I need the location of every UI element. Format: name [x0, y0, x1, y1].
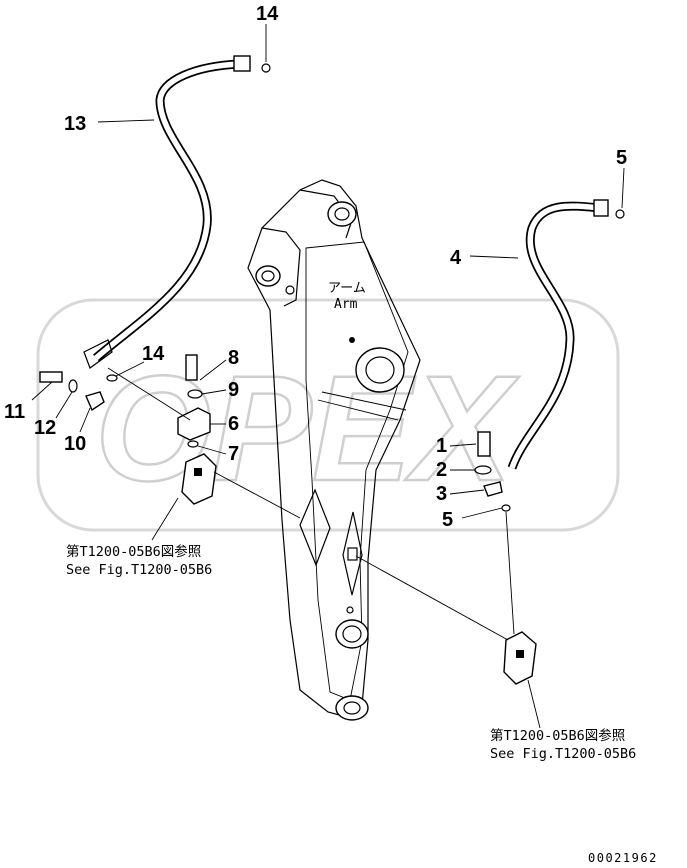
part-12-washer	[68, 379, 78, 393]
leader-4	[469, 255, 519, 259]
note-right-en: See Fig.T1200-05B6	[490, 746, 636, 762]
watermark-frame	[36, 298, 620, 532]
leader-7	[197, 445, 227, 455]
hose-13-lower-fitting	[83, 339, 113, 369]
arm-top-bracket	[261, 227, 301, 307]
leader-5-bot	[461, 507, 503, 519]
note-right-jp: 第T1200-05B6図参照	[490, 727, 625, 744]
leader-10	[79, 407, 91, 433]
leader-3	[449, 489, 485, 495]
part-5-top-oring	[615, 209, 625, 219]
arm-outline	[247, 179, 421, 719]
hose-4-body	[509, 203, 601, 469]
arm-assembly: アーム Arm	[247, 179, 421, 721]
arm-end-boss-hole	[343, 701, 361, 715]
leader-11	[31, 381, 53, 401]
part-6-block	[177, 407, 211, 441]
arm-pin-hole	[285, 285, 295, 295]
part-10-clamp	[85, 391, 105, 412]
watermark-group: OPEX	[36, 298, 620, 532]
part-14-mid-oring	[106, 374, 118, 382]
callout-1: 1	[436, 435, 447, 457]
callout-8: 8	[228, 347, 239, 369]
leader-lines	[31, 24, 625, 729]
callout-13: 13	[64, 113, 86, 135]
leader-1	[449, 443, 477, 447]
valve-left-port	[194, 468, 202, 476]
callout-11: 11	[4, 401, 25, 423]
arm-bracket-boss	[255, 265, 281, 287]
callout-5-bot: 5	[442, 509, 453, 531]
valve-right-port	[516, 650, 524, 658]
arm-crease-line	[321, 391, 407, 411]
arm-side-cutout	[299, 488, 331, 567]
hose-4-upper-fitting	[593, 199, 609, 217]
arm-bracket-boss-hole	[261, 270, 275, 282]
callout-5-top: 5	[616, 147, 627, 169]
leader-14-mid	[115, 361, 145, 377]
arm-clamp-point	[347, 547, 358, 561]
leader-note-left	[151, 497, 179, 541]
arm-lower-boss	[335, 619, 369, 649]
callout-4: 4	[450, 247, 462, 269]
arm-bolt-point-2	[346, 606, 354, 614]
hose-4-outline	[507, 201, 601, 470]
watermark-text: OPEX	[95, 344, 520, 512]
part-1-bolt	[477, 431, 491, 457]
note-left-jp: 第T1200-05B6図参照	[66, 543, 201, 560]
leader-12	[55, 391, 73, 419]
arm-label-en: Arm	[334, 297, 358, 312]
callout-2: 2	[436, 459, 447, 481]
part-14-top-oring	[261, 63, 271, 73]
hose-13-body	[94, 61, 241, 361]
reference-notes: 第T1200-05B6図参照 See Fig.T1200-05B6 第T1200…	[66, 543, 636, 762]
callout-14-mid: 14	[142, 343, 165, 365]
leader-5-bot-down	[505, 511, 515, 635]
hose-13-upper-fitting	[233, 55, 251, 72]
callout-12: 12	[34, 417, 56, 439]
callout-3: 3	[436, 483, 447, 505]
arm-middle-boss	[355, 347, 405, 393]
arm-upper-boss-hole	[334, 207, 350, 221]
callout-10: 10	[64, 433, 86, 455]
document-number: 00021962	[588, 851, 658, 865]
callout-numbers: 14 13 5 4 14 8 9 6 7 11 12 10 1 2 3 5	[4, 3, 627, 531]
arm-bolt-point	[349, 337, 355, 343]
leader-valve-left-arm	[213, 471, 301, 519]
part-11-bolt	[39, 371, 63, 383]
arm-end-boss	[335, 695, 369, 721]
arm-side-cutout-2	[342, 511, 363, 596]
valve-left	[181, 453, 217, 505]
hose-13	[83, 55, 251, 369]
callout-9: 9	[228, 379, 239, 401]
hose-13-outline	[93, 59, 241, 362]
callout-6: 6	[228, 413, 239, 435]
part-3-clamp	[483, 481, 503, 497]
leader-6-hose	[107, 367, 191, 421]
arm-middle-boss-hole	[365, 356, 395, 384]
note-left-en: See Fig.T1200-05B6	[66, 562, 212, 578]
small-parts	[39, 63, 625, 685]
arm-lower-boss-hole	[342, 625, 362, 643]
arm-label-jp: アーム	[328, 281, 366, 296]
part-7-oring	[187, 440, 199, 448]
callout-14-top: 14	[256, 3, 279, 25]
callout-7: 7	[228, 443, 239, 465]
leader-5-top	[621, 167, 625, 209]
part-8-bolt	[185, 354, 198, 381]
arm-upper-boss	[327, 201, 357, 227]
leader-9	[201, 389, 227, 395]
hose-4	[507, 199, 609, 470]
leader-8	[199, 359, 227, 381]
leader-valve-right-arm	[355, 555, 509, 641]
leader-13	[97, 119, 155, 123]
arm-crease-line-2	[317, 399, 399, 421]
leader-note-right	[527, 679, 541, 729]
